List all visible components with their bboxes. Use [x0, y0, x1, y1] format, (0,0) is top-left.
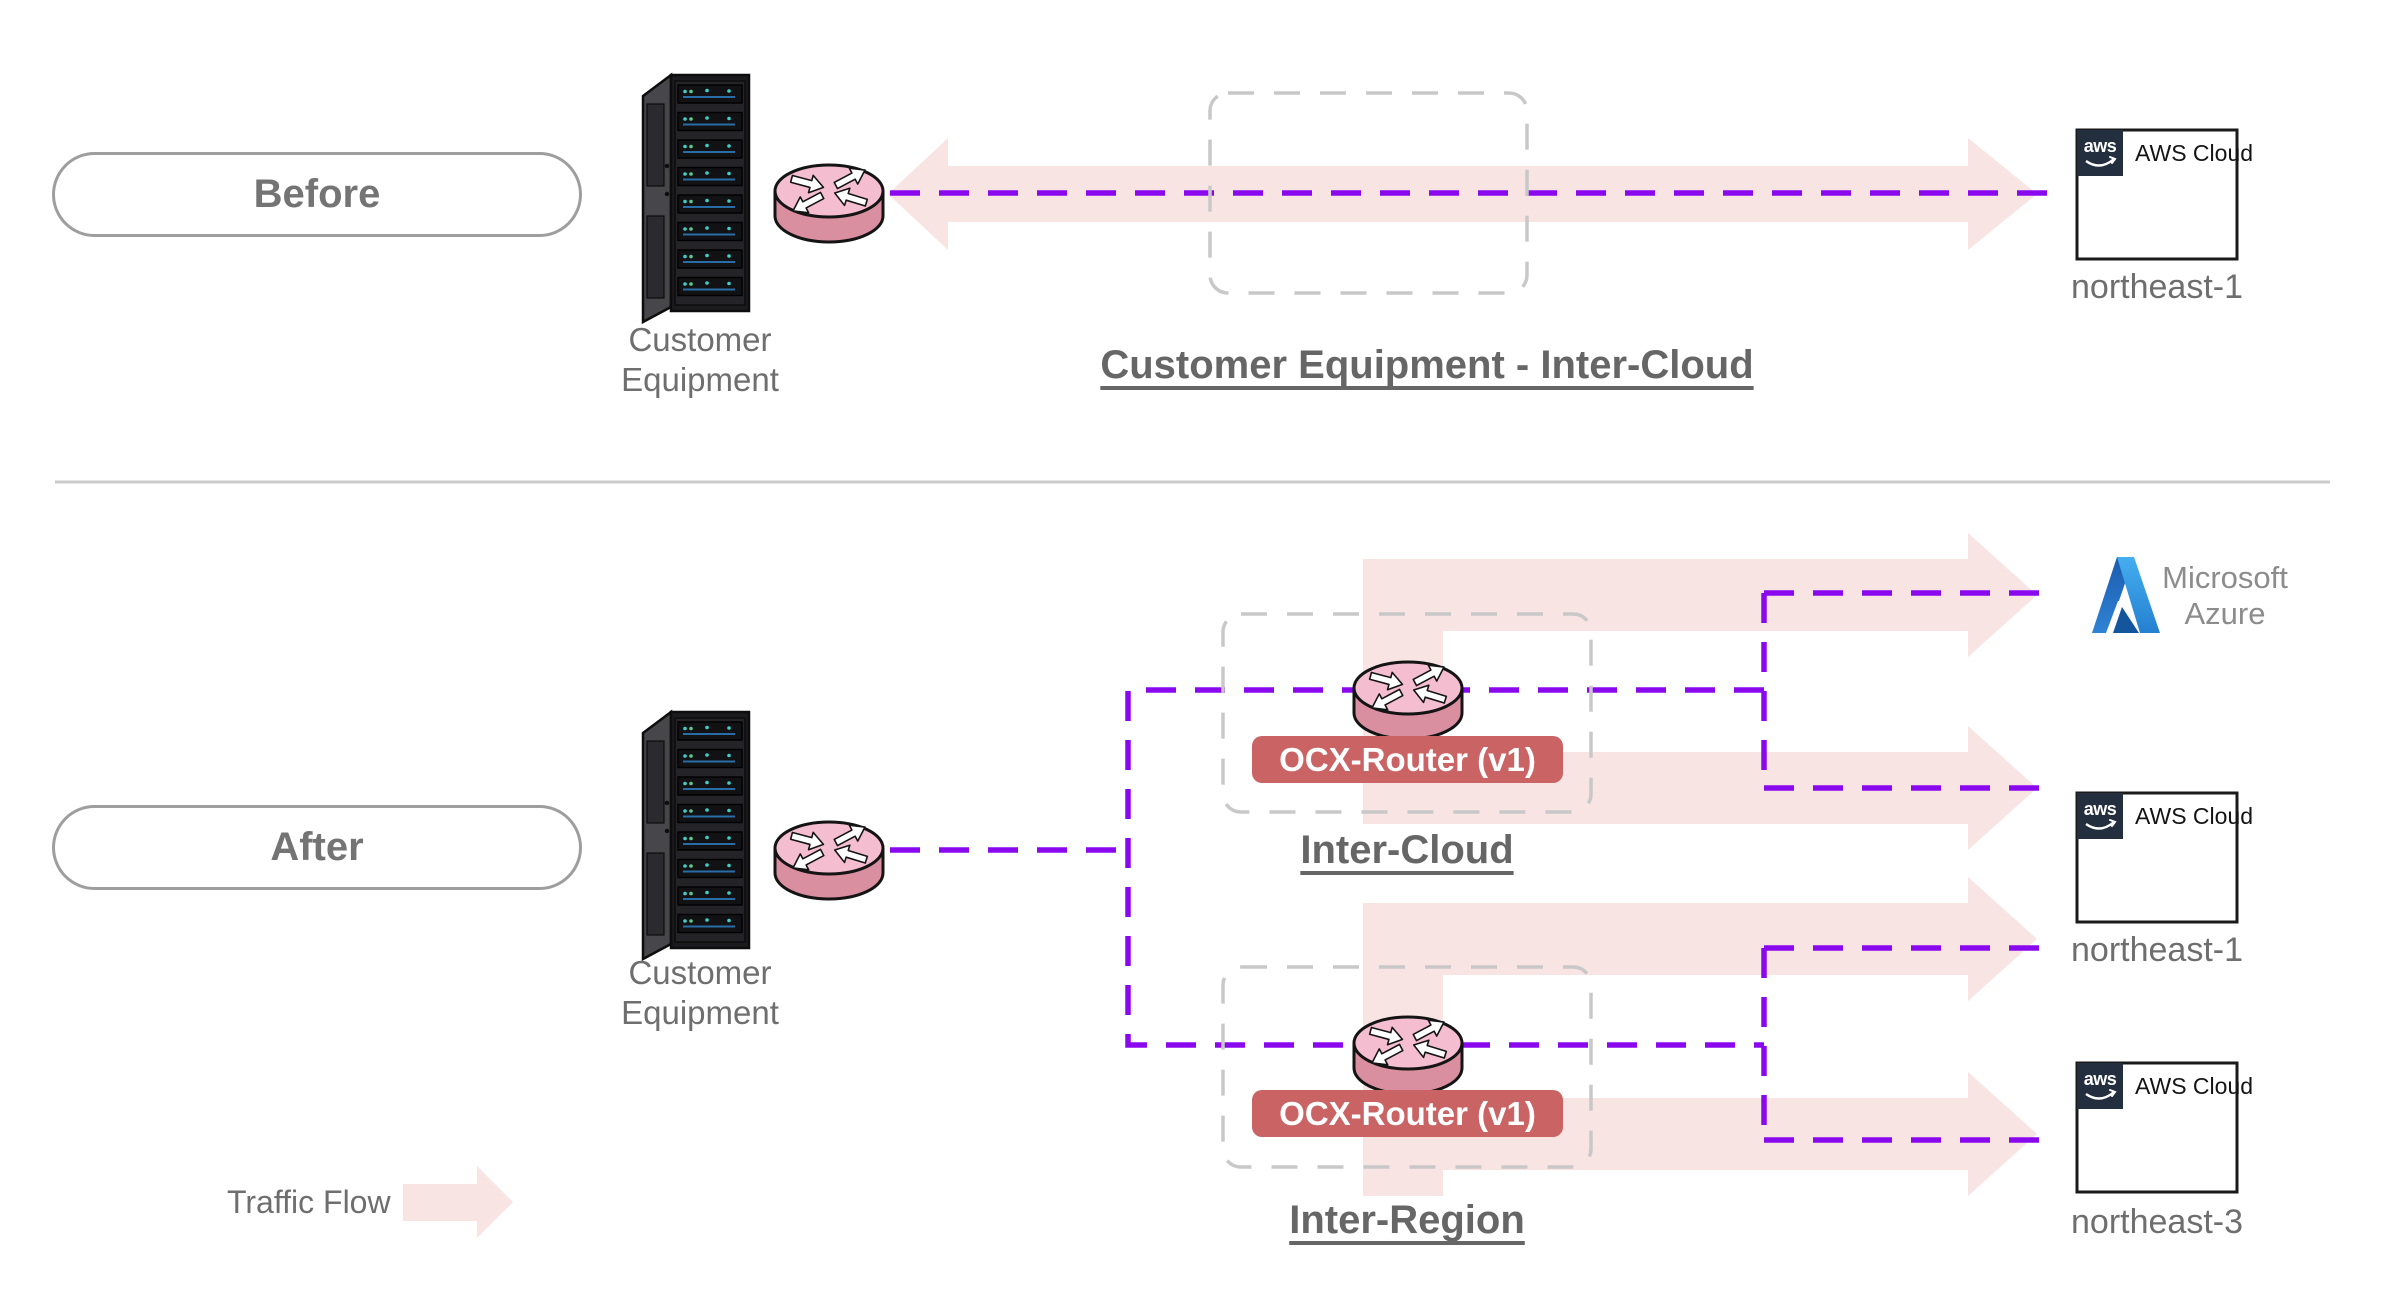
aws-cloud-label: AWS Cloud — [2135, 803, 2254, 829]
azure-label-line1: Microsoft — [2162, 560, 2288, 595]
region-label-northeast-3: northeast-3 — [2071, 1203, 2243, 1241]
router-icon — [1354, 659, 1462, 739]
ocx-router-badge-inter-region: OCX-Router (v1) — [1252, 1090, 1563, 1137]
aws-cloud-label: AWS Cloud — [2135, 1073, 2254, 1099]
aws-logo-text: aws — [2083, 136, 2117, 156]
customer-equipment-line1: Customer — [628, 321, 772, 358]
inter-region-traffic-flow — [1363, 877, 2037, 1196]
traffic-flow-shapes — [888, 138, 2037, 1196]
customer-equipment-label: Customer Equipment — [560, 953, 840, 1033]
azure-label-line2: Azure — [2184, 596, 2266, 631]
customer-equipment-line2: Equipment — [621, 994, 779, 1031]
aws-logo-text: aws — [2083, 1069, 2117, 1089]
server-rack-icon — [643, 712, 749, 959]
after-pill-label: After — [270, 825, 364, 869]
ocx-router-badge-inter-cloud: OCX-Router (v1) — [1252, 736, 1563, 783]
azure-logo-icon — [2092, 557, 2160, 633]
customer-equipment-line1: Customer — [628, 954, 772, 991]
before-section-title: Customer Equipment - Inter-Cloud — [1100, 343, 1754, 387]
customer-equipment-line2: Equipment — [621, 361, 779, 398]
region-label-northeast-1: northeast-1 — [2071, 931, 2243, 969]
aws-cloud-label: AWS Cloud — [2135, 140, 2254, 166]
dashed-boxes — [1208, 91, 1593, 1169]
aws-logo-text: aws — [2083, 799, 2117, 819]
before-pill-label: Before — [253, 172, 381, 216]
before-pill: Before — [52, 152, 582, 237]
azure-label: Microsoft Azure — [2125, 560, 2325, 632]
connection-lines — [890, 190, 2057, 1143]
traffic-flow-arrow-icon — [403, 1166, 513, 1238]
inter-region-section-label: Inter-Region — [1289, 1198, 1525, 1242]
inter-cloud-section-label: Inter-Cloud — [1300, 828, 1514, 872]
region-label-northeast-1: northeast-1 — [2071, 268, 2243, 306]
router-icon — [775, 819, 883, 899]
router-icon — [775, 162, 883, 242]
after-pill: After — [52, 805, 582, 890]
customer-equipment-label: Customer Equipment — [560, 320, 840, 400]
before-dashed-box — [1208, 91, 1529, 295]
router-icon — [1354, 1014, 1462, 1094]
before-traffic-flow-arrow — [888, 138, 2037, 250]
inter-cloud-dashed-box — [1221, 612, 1593, 814]
server-rack-icon — [643, 75, 749, 322]
traffic-flow-legend-label: Traffic Flow — [227, 1184, 391, 1220]
